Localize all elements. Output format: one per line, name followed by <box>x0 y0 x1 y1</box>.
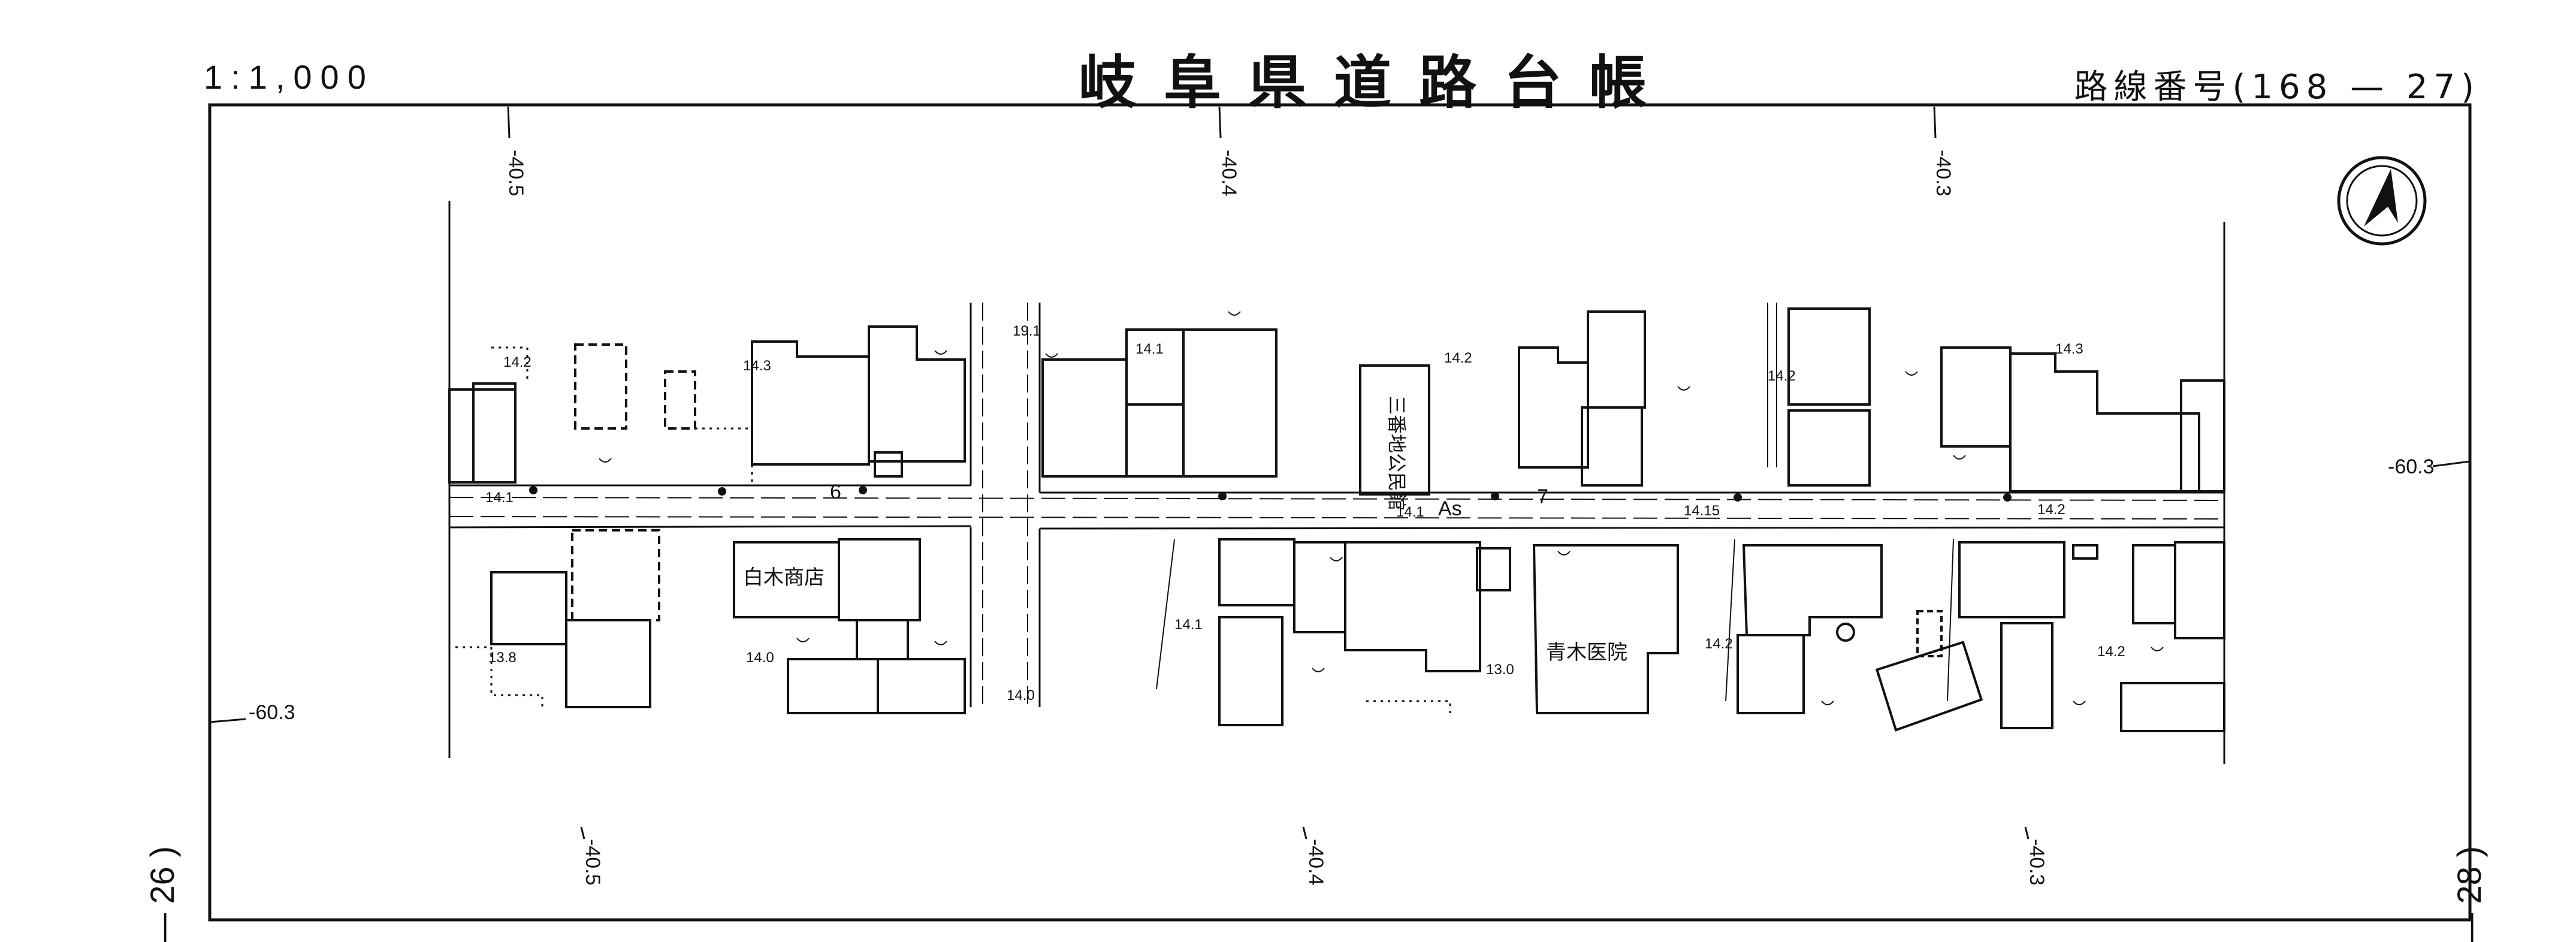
grid-label-bottom-3: -40.3 <box>2025 839 2048 886</box>
vegetation-symbols <box>599 311 2164 705</box>
place-aoki-clinic: 青木医院 <box>1546 641 1627 665</box>
elevation: 14.3 <box>2055 341 2083 357</box>
place-sanbanchi-hall: 三番地公民館 <box>1385 395 1408 511</box>
elevation: 14.2 <box>1768 368 1796 384</box>
grid-label-left: -60.3 <box>249 701 295 724</box>
north-arrow-icon <box>2337 156 2427 246</box>
elevation: 13.0 <box>1486 662 1514 678</box>
elevation: 14.2 <box>1444 350 1472 366</box>
grid-label-top-2: -40.4 <box>1218 150 1240 197</box>
elevation: 14.2 <box>1705 636 1733 652</box>
map-frame <box>208 103 2472 922</box>
buildings-south <box>490 529 2225 732</box>
map-scale: 1:1,000 <box>204 58 375 96</box>
elevation: 14.1 <box>1174 617 1203 633</box>
station-6: 6 <box>830 481 841 503</box>
elevation: 14.1 <box>485 490 514 506</box>
main-road <box>449 484 2225 530</box>
grid-label-top-3: -40.3 <box>1932 150 1955 197</box>
pavement-type: As <box>1438 497 1462 520</box>
grid-label-top-1: -40.5 <box>505 150 527 197</box>
grid-label-bottom-2: -40.4 <box>1304 839 1327 886</box>
station-7: 7 <box>1537 485 1548 508</box>
elevation: 14.2 <box>2097 644 2125 660</box>
elevation: 13.8 <box>488 650 517 666</box>
buildings-north <box>448 307 2225 496</box>
elevation: 14.1 <box>1396 504 1424 520</box>
sheet-edge-left: — 26 ) <box>143 846 181 942</box>
cross-road <box>970 303 1041 707</box>
elevation: 19.1 <box>1013 323 1041 339</box>
elevation: 14.15 <box>1684 503 1720 519</box>
place-shiraki-shop: 白木商店 <box>743 566 825 590</box>
elevation: 14.1 <box>1136 341 1164 357</box>
elevation: 14.0 <box>1007 687 1035 704</box>
grid-ticks <box>209 106 2471 840</box>
grid-label-right: -60.3 <box>2388 455 2435 478</box>
elevation: 14.2 <box>503 354 531 370</box>
elevation: 14.0 <box>746 650 774 666</box>
route-number: 路線番号(168 — 27) <box>2074 68 2480 107</box>
road-markers <box>529 486 2012 502</box>
elevation: 14.2 <box>2037 502 2065 518</box>
sheet-edge-right: — 28 ) <box>2450 846 2488 942</box>
grid-label-bottom-1: -40.5 <box>581 839 604 886</box>
elevation: 14.3 <box>743 358 771 374</box>
